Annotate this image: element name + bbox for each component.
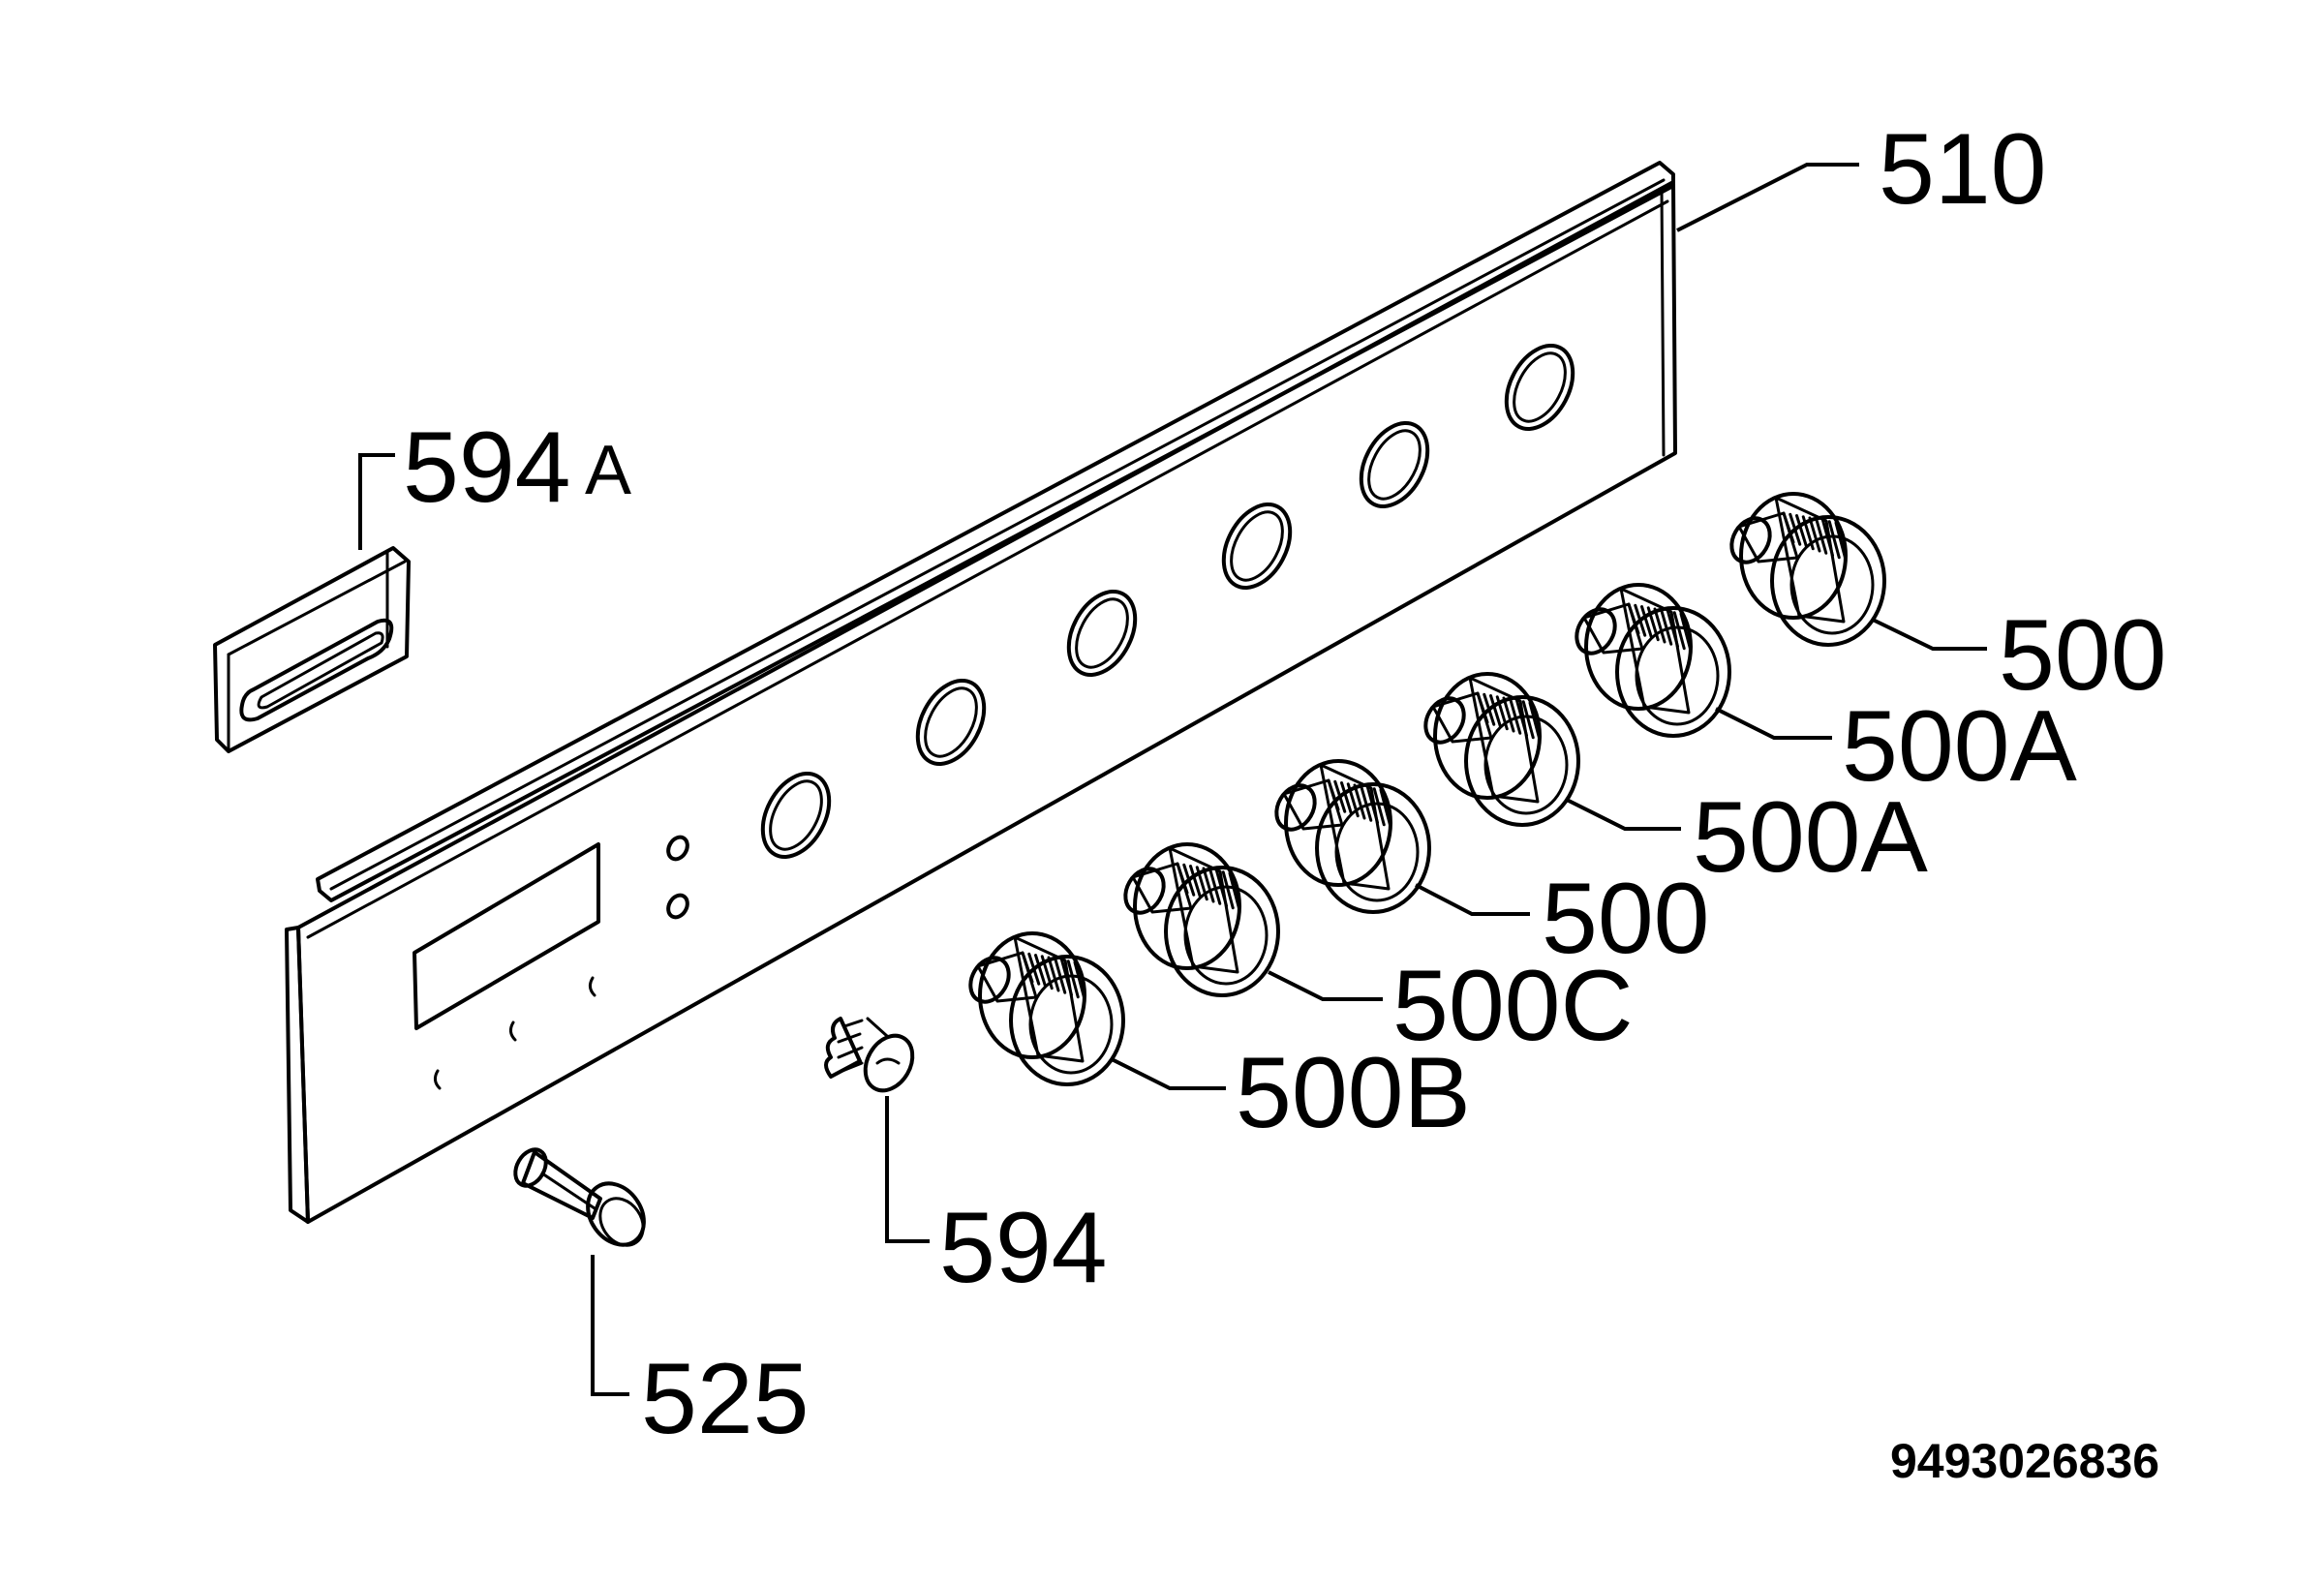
panel-mark [508,1020,517,1042]
document-code: 9493026836 [1890,1434,2159,1488]
part-labels: 510 594 A 500 500A 500A 500 500C 500B 59… [403,113,2167,1488]
screw-part [513,1147,646,1247]
control-knob [968,931,1125,1086]
label-knob-1: 500 [1999,599,2167,712]
control-knob [1123,842,1280,997]
label-knob-6: 500B [1236,1037,1471,1149]
label-clip-suffix: A [585,432,631,509]
panel-mark [433,1069,442,1090]
knobs-group [968,492,1886,1086]
label-clip: 594 [403,411,571,524]
spring-part [824,1017,915,1093]
label-knob-5: 500C [1392,950,1634,1062]
clip-part [213,546,411,753]
knob-holes [760,344,1575,859]
label-knob-2: 500A [1842,690,2078,803]
label-panel: 510 [1879,113,2047,226]
control-knob [1575,583,1731,738]
leader-lines [358,163,1987,1396]
label-knob-4: 500 [1542,863,1710,975]
label-spring: 594 [939,1192,1108,1304]
indicator-light [666,893,689,920]
control-knob [1729,492,1886,647]
indicator-light [666,835,689,862]
panel-mark [588,976,596,997]
control-knob [1423,672,1580,827]
clip-slot [239,618,394,722]
label-knob-3: 500A [1693,781,1929,894]
label-screw: 525 [641,1343,810,1455]
control-panel [285,161,1677,1224]
control-knob [1274,759,1431,914]
display-window [413,842,600,1030]
